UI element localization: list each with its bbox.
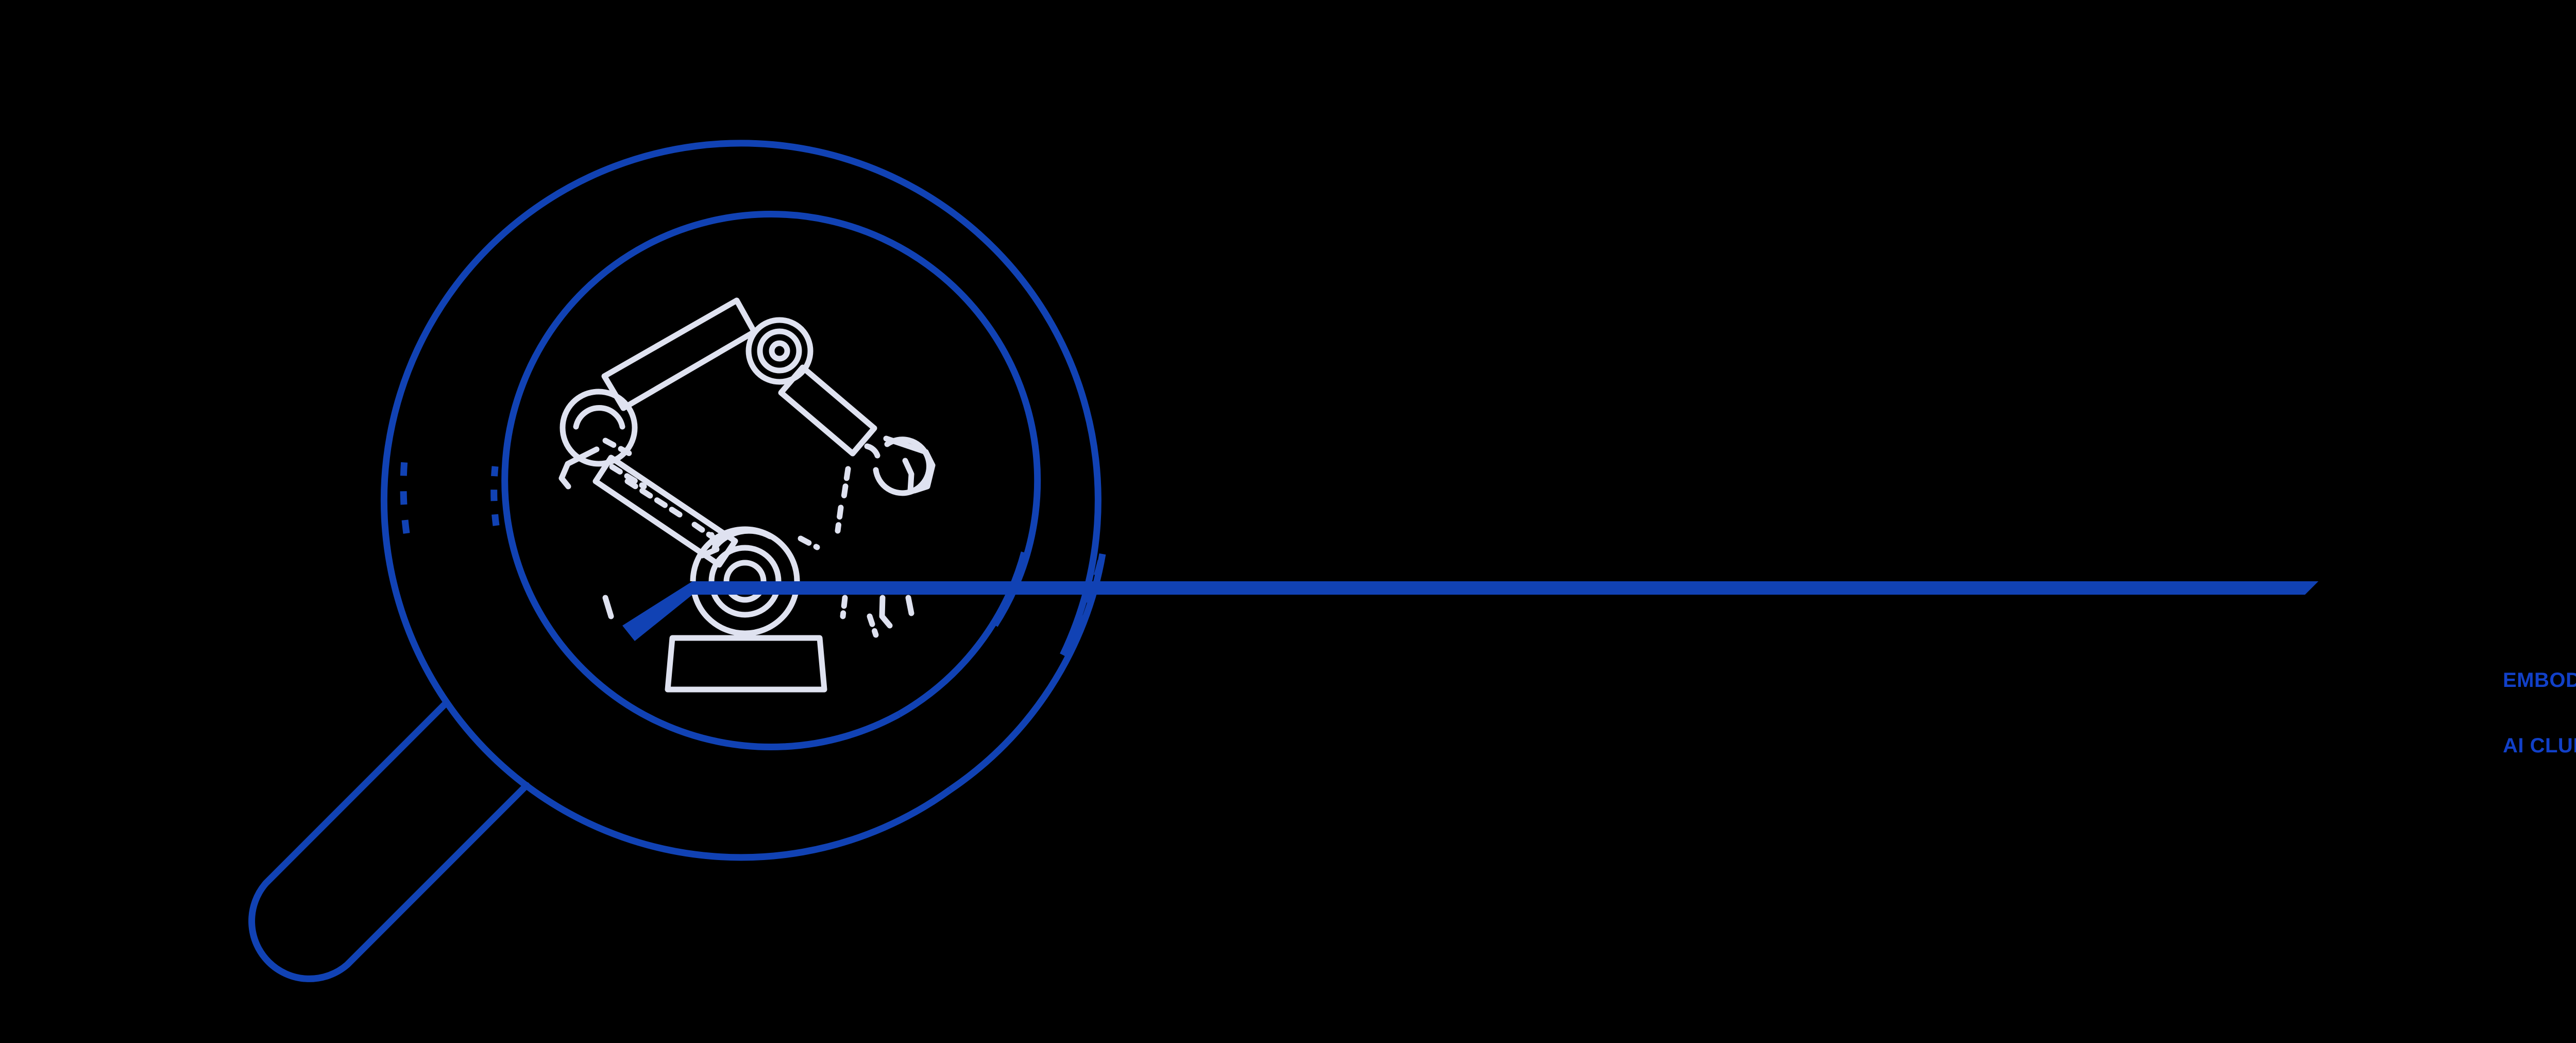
base-plinth <box>665 635 827 693</box>
horizontal-scan-line <box>622 581 2318 641</box>
wordmark-line-2: AI CLUB <box>2503 734 2576 757</box>
left-effector-tail <box>602 595 614 619</box>
robot-arm-lower <box>602 595 914 693</box>
forearm-link <box>778 364 877 457</box>
upper-link <box>601 297 757 411</box>
motion-dashes <box>602 438 851 550</box>
gripper-lower-detail <box>879 595 914 629</box>
magnifier-outer-ring <box>380 140 1106 861</box>
base-pedestal-lower <box>690 595 800 636</box>
elbow-joint-icon <box>560 389 638 467</box>
left-end-effector <box>558 446 600 490</box>
wordmark-line-1: EMBODIED <box>2503 668 2576 692</box>
base-pedestal-upper <box>690 526 800 581</box>
wordmark: EMBODIED AI CLUB <box>2503 626 2576 800</box>
magnifier-handle <box>248 700 530 982</box>
gripper-finger-upper <box>883 435 936 468</box>
magnifier-inner-ring <box>489 211 1041 751</box>
gripper-finger-lower <box>902 458 914 494</box>
gripper-finger-outer <box>911 462 936 494</box>
lower-link <box>592 455 738 568</box>
robot-arm-upper <box>558 297 936 581</box>
shoulder-joint-icon <box>745 317 814 385</box>
